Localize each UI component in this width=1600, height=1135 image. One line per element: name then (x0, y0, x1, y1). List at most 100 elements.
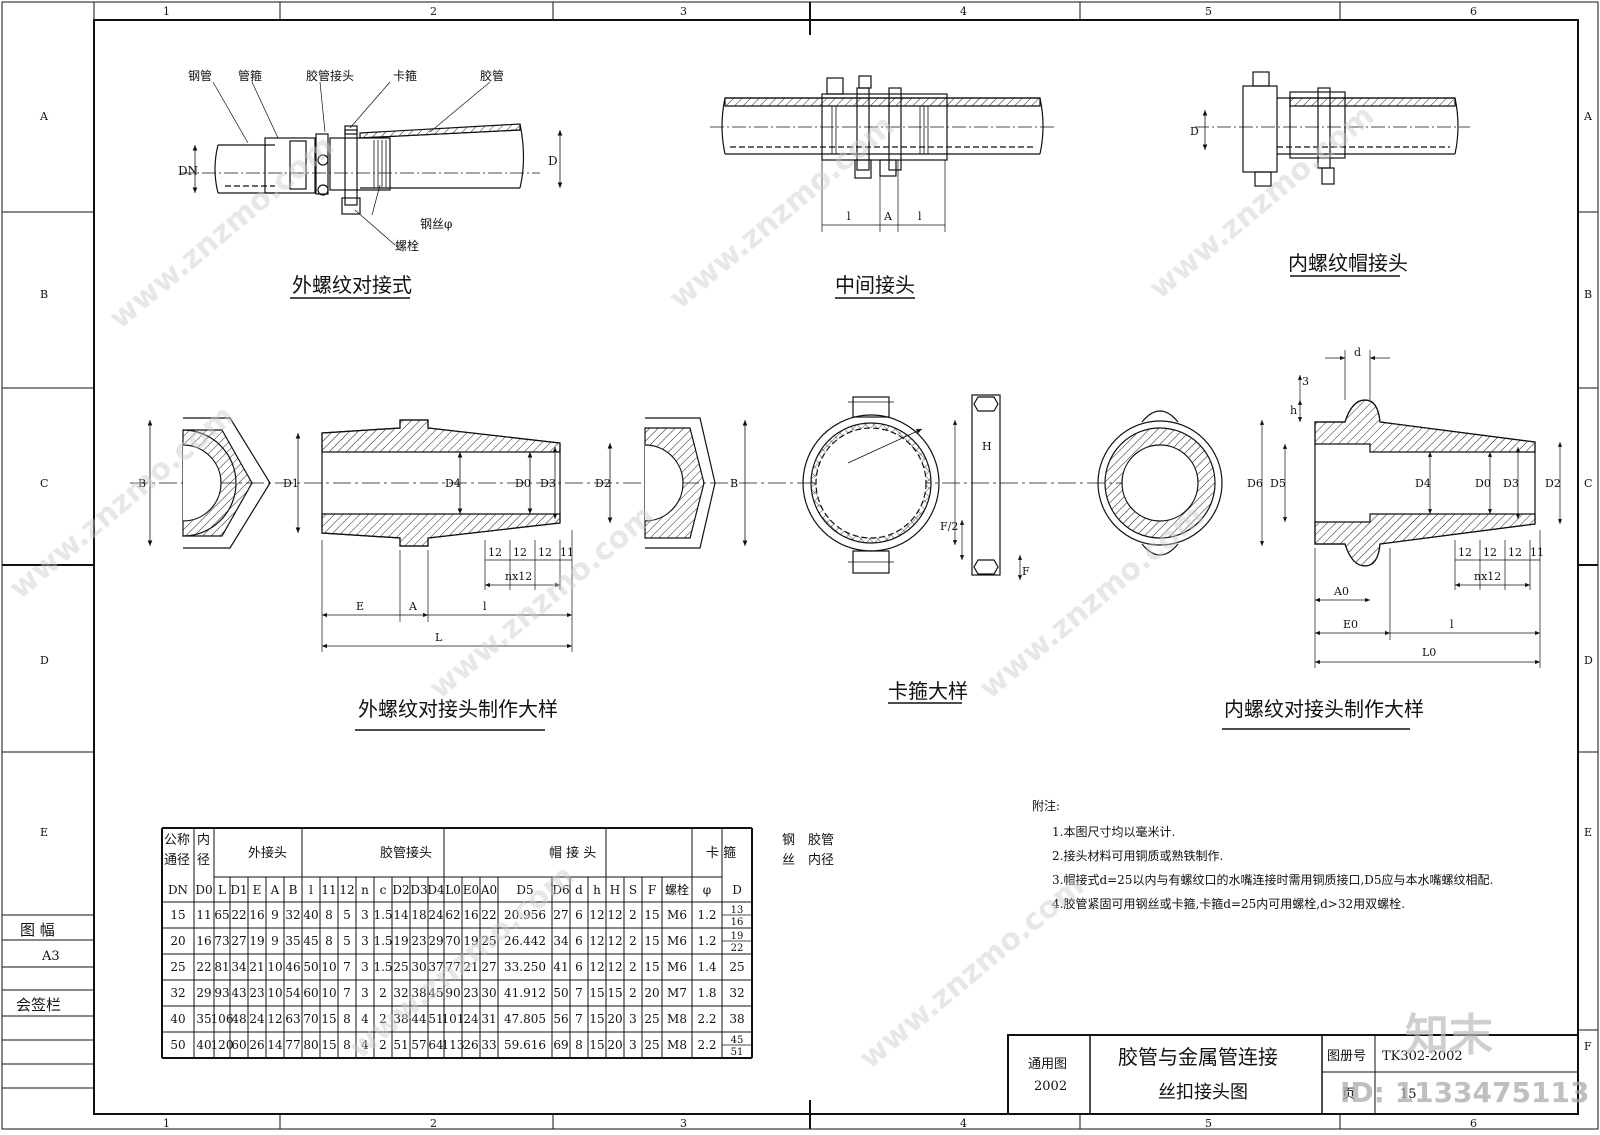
table-col-header: L (218, 883, 226, 897)
table-cell: 50 (170, 1038, 185, 1052)
format-value: A3 (41, 949, 60, 964)
dim-d4: D4 (445, 477, 461, 490)
table-cell: 60 (231, 1038, 246, 1052)
table-cell: 51 (731, 1047, 744, 1058)
dim-clamp-f2: F/2 (940, 520, 958, 533)
row-label-e: E (40, 826, 48, 839)
tb-title-1: 胶管与金属管连接 (1118, 1045, 1278, 1069)
table-cell: 15 (589, 986, 604, 1000)
table-cell: 12 (589, 934, 604, 948)
table-cell: 3 (361, 908, 369, 922)
tb-general-year: 2002 (1034, 1079, 1067, 1094)
table-cell: 14 (393, 908, 409, 922)
table-cell: 1.4 (697, 960, 716, 974)
table-cell: 1.8 (697, 986, 716, 1000)
table-cell: 2 (629, 960, 637, 974)
table-cell: 15 (607, 986, 622, 1000)
table-cell: 26.442 (504, 934, 546, 948)
table-col-header: F (648, 883, 656, 897)
dim-d2: D2 (595, 477, 611, 490)
table-cell: 13 (731, 905, 744, 916)
table-cell: 27 (481, 960, 496, 974)
table-cell: 93 (214, 986, 229, 1000)
table-cell: 106 (211, 1012, 234, 1026)
table-cell: 8 (575, 1038, 583, 1052)
table-cell: 14 (267, 1038, 283, 1052)
tb-page-value: 15 (1400, 1087, 1417, 1102)
view-external-thread-joint (180, 81, 563, 299)
table-cell: 20 (170, 934, 185, 948)
dim-clamp-f: F (1022, 565, 1030, 578)
label-hose-joint: 胶管接头 (306, 68, 354, 83)
tb-title-2: 丝扣接头图 (1158, 1082, 1248, 1103)
table-cell: 7 (343, 986, 351, 1000)
table-cell: 20 (644, 986, 659, 1000)
dim-e: E (356, 600, 364, 613)
watermarks: www.znzmo.com www.znzmo.com www.znzmo.co… (3, 98, 1590, 1109)
col-label-3b: 3 (680, 1117, 687, 1130)
table-cell: 54 (285, 986, 301, 1000)
table-col-header: DN (168, 883, 188, 897)
dim-int-d: d (1354, 346, 1361, 359)
dim-middle-l1: l (847, 210, 851, 223)
table-col-header: S (629, 883, 637, 897)
view-internal-cap-joint-labels: D 内螺纹帽接头 (1190, 125, 1408, 275)
table-cell: 11 (196, 908, 211, 922)
table-cell: 23 (249, 986, 264, 1000)
table-cell: 20 (607, 1012, 622, 1026)
table-cell: 101 (442, 1012, 465, 1026)
dim-d1: D1 (283, 477, 299, 490)
table-cell: 81 (214, 960, 229, 974)
table-cell: 1.5 (373, 908, 392, 922)
col-label-3: 3 (680, 5, 687, 18)
table-col-header: A (270, 883, 280, 897)
table-cell: 8 (343, 1012, 351, 1026)
col-label-4: 4 (960, 5, 967, 18)
hdr-nominal-1: 公称 (164, 833, 190, 848)
table-cell: 113 (442, 1038, 465, 1052)
table-cell: 10 (267, 960, 282, 974)
dim-total-l: L (435, 631, 443, 644)
table-cell: 2.2 (697, 1038, 716, 1052)
table-cell: 30 (411, 960, 426, 974)
note-1: 1.本图尺寸均以毫米计. (1052, 824, 1175, 839)
table-cell: 25 (170, 960, 185, 974)
label-steel-wire: 钢丝φ (420, 217, 452, 231)
row-label-a-r: A (1583, 110, 1593, 123)
table-cell: 1.2 (697, 908, 716, 922)
tb-general-label: 通用图 (1028, 1057, 1067, 1072)
table-col-header: D6 (552, 883, 569, 897)
row-label-d-r: D (1584, 654, 1593, 667)
table-cell: 12 (267, 1012, 282, 1026)
table-cell: 2 (379, 986, 387, 1000)
table-cell: 2.2 (697, 1012, 716, 1026)
table-cell: 70 (303, 1012, 318, 1026)
table-cell: 24 (463, 1012, 479, 1026)
note-3: 3.帽接式d=25以内与有螺纹口的水嘴连接时需用铜质接口,D5应与本水嘴螺纹相配… (1052, 872, 1493, 887)
table-cell: 32 (285, 908, 300, 922)
table-cell: 2 (629, 934, 637, 948)
dim-int-d0: D0 (1475, 477, 1491, 490)
dim-int-e0: E0 (1343, 618, 1358, 631)
table-cell: 2 (629, 908, 637, 922)
table-cell: 60 (303, 986, 318, 1000)
hdr-inner-1: 内 (197, 832, 210, 848)
table-col-header: E0 (463, 883, 479, 897)
table-cell: M7 (667, 986, 687, 1000)
notes-title: 附注: (1032, 798, 1060, 813)
view-internal-cap-joint (1195, 71, 1470, 277)
dim-d0: D0 (515, 477, 531, 490)
title-block-text: 通用图 2002 胶管与金属管连接 丝扣接头图 图册号 TK302-2002 页… (1028, 1045, 1463, 1103)
table-cell: 19 (731, 931, 744, 942)
dim-int-l: l (1450, 618, 1454, 631)
watermark-1: www.znzmo.com (103, 128, 341, 336)
table-group-headers: 公称 通径 内 径 外接头 胶管接头 帽 接 头 卡 箍 钢 丝 胶管 内径 (164, 832, 834, 868)
table-cell: 19 (393, 934, 408, 948)
table-cell: 32 (729, 986, 744, 1000)
table-cell: 9 (271, 934, 279, 948)
table-cell: 90 (445, 986, 460, 1000)
table-cell: 35 (196, 1012, 211, 1026)
dim-a: A (408, 600, 418, 613)
table-cell: 33.250 (504, 960, 546, 974)
